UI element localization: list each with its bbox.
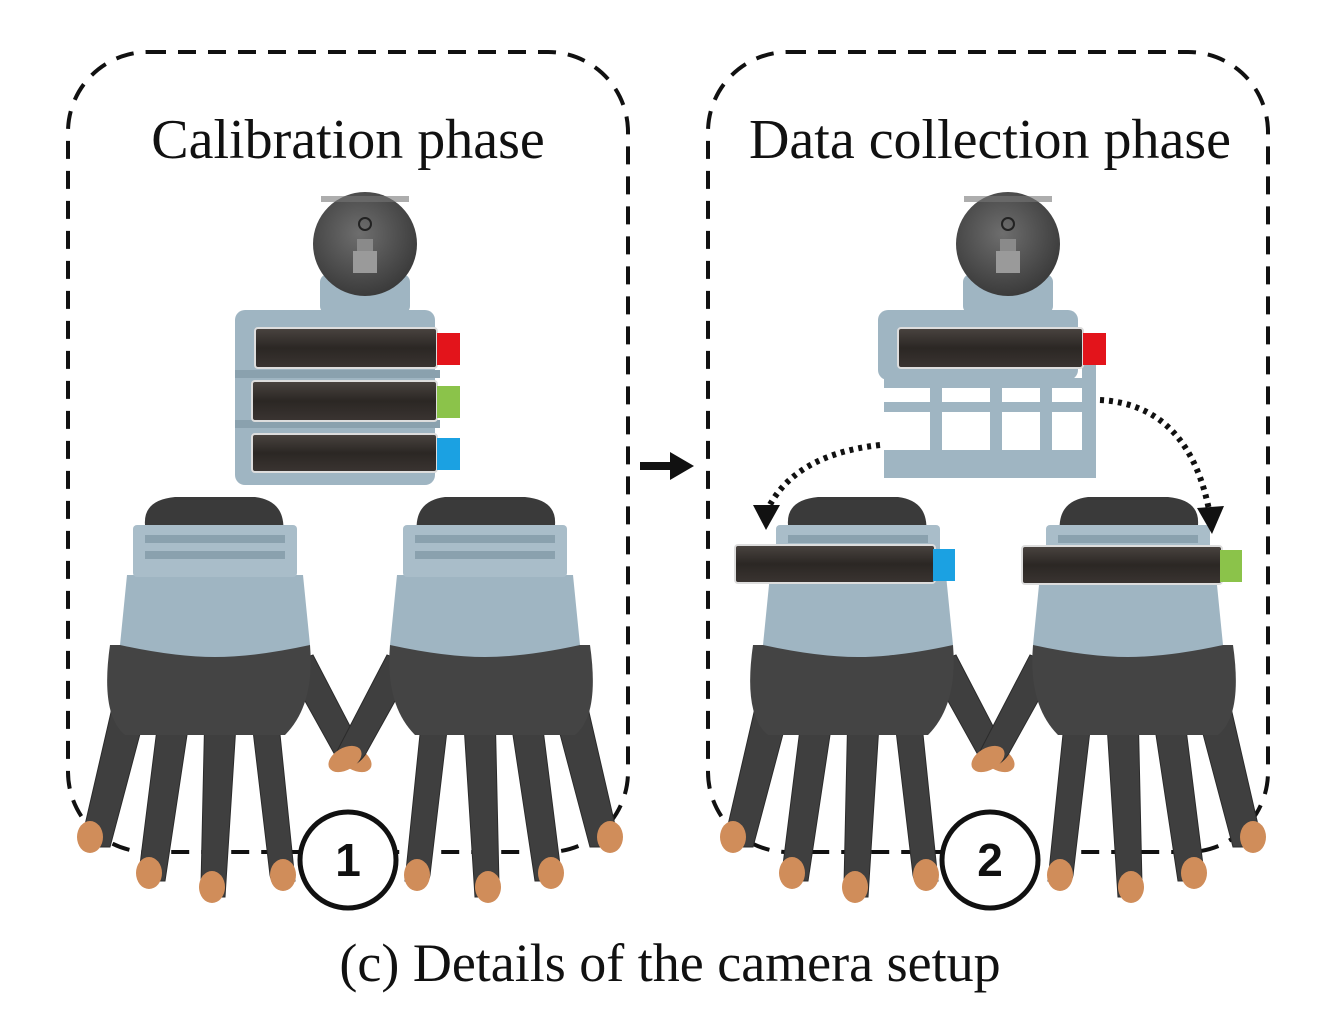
panel-border (706, 50, 1270, 854)
svg-text:2: 2 (977, 834, 1003, 886)
panel-border (66, 50, 630, 854)
panel-data-collection: Data collection phase (706, 50, 1270, 911)
figure-caption: (c) Details of the camera setup (339, 933, 1001, 993)
camera-bar-icon (897, 327, 1084, 369)
tag-green (1220, 550, 1242, 582)
panel-title: Data collection phase (749, 109, 1231, 171)
dotted-arrow-icon (1099, 397, 1213, 516)
tag-blue (437, 438, 460, 470)
arrow-right-icon (640, 452, 694, 480)
svg-text:1: 1 (335, 834, 361, 886)
step-badge: 2 (939, 809, 1041, 911)
camera-bar-icon (734, 544, 936, 584)
camera-icon (312, 191, 418, 315)
camera-icon (955, 191, 1061, 315)
tag-red (437, 333, 460, 365)
panel-title: Calibration phase (151, 109, 544, 171)
tag-blue (933, 549, 955, 581)
camera-bar-icon (1021, 545, 1223, 585)
panel-calibration: Calibration phase 1 (66, 50, 630, 911)
tag-red (1083, 333, 1106, 365)
tag-green (437, 386, 460, 418)
dotted-arrow-icon (762, 442, 881, 517)
camera-bar-icon (251, 327, 438, 473)
step-badge: 1 (297, 809, 399, 911)
